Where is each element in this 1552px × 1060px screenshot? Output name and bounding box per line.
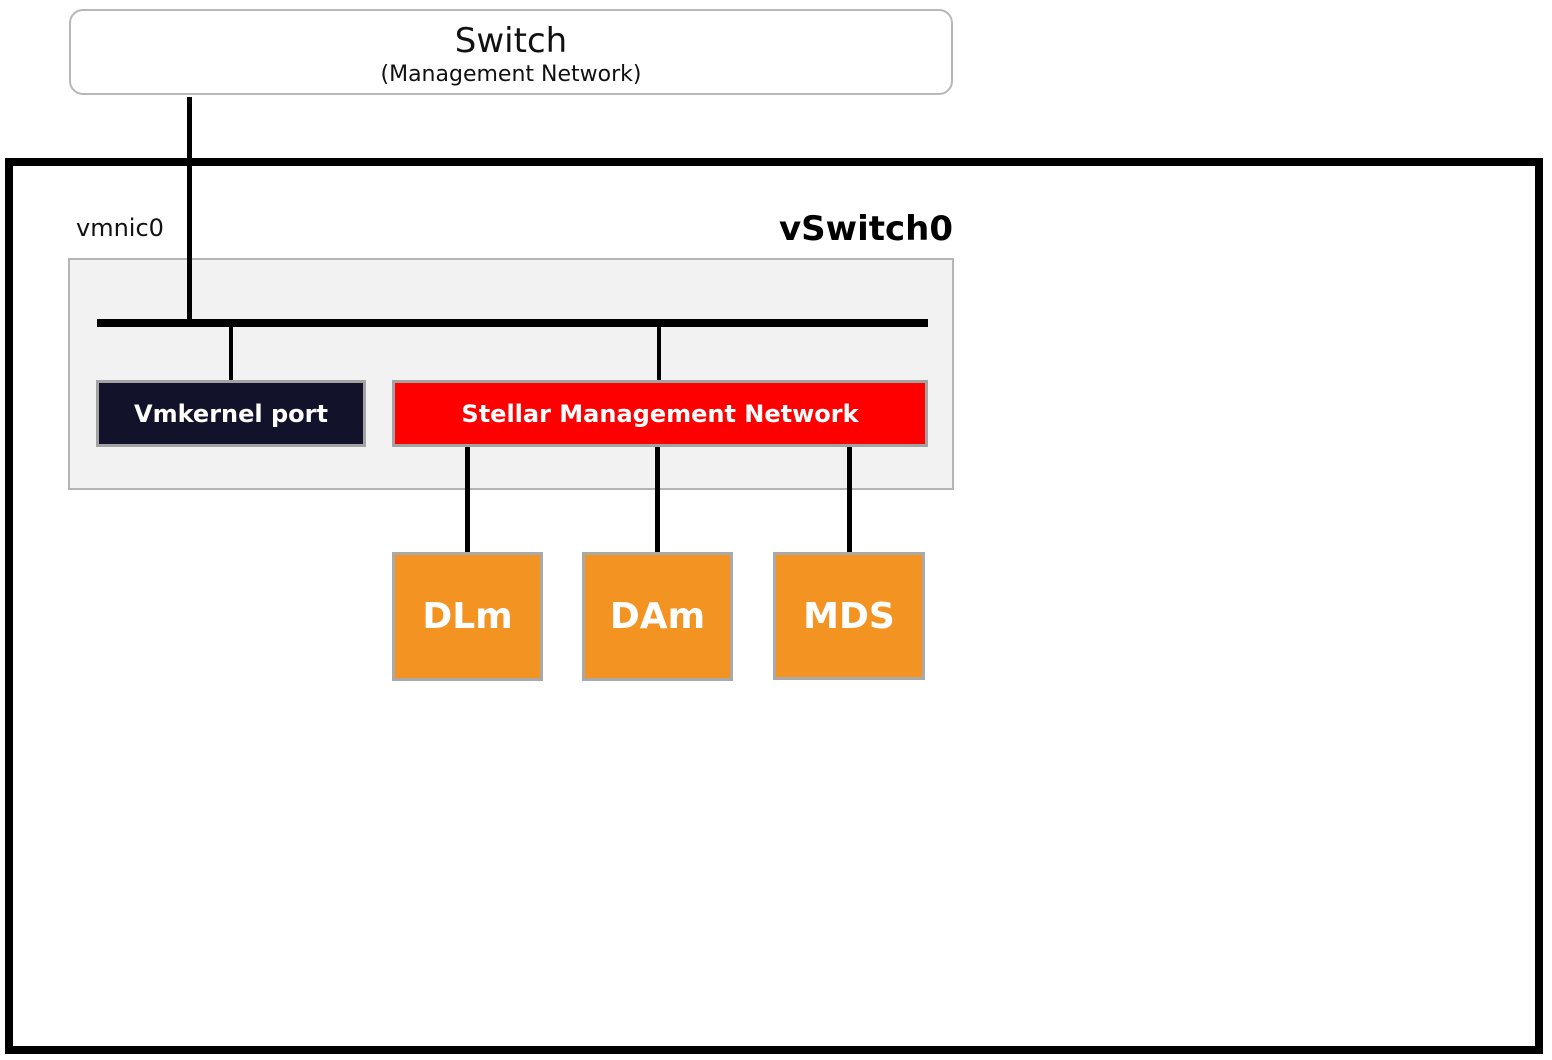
vm-mds: MDS (773, 552, 925, 680)
uplink-wire (187, 97, 192, 326)
vmkernel-port-label: Vmkernel port (134, 399, 328, 428)
vmnic-label: vmnic0 (76, 214, 164, 242)
physical-switch: Switch (Management Network) (69, 9, 953, 95)
vswitch-bus (97, 319, 928, 327)
vswitch-panel (68, 258, 954, 490)
stellar-management-network-label: Stellar Management Network (461, 399, 859, 428)
stellar-management-network: Stellar Management Network (392, 380, 928, 447)
vm-dam: DAm (582, 552, 733, 681)
stellar-wire (657, 327, 661, 381)
vm-dam-label: DAm (609, 596, 706, 637)
dlm-wire (465, 446, 470, 553)
mds-wire (847, 446, 852, 553)
switch-subtitle: (Management Network) (380, 62, 642, 87)
vm-mds-label: MDS (803, 595, 895, 637)
switch-title: Switch (454, 21, 568, 61)
vm-dlm-label: DLm (422, 596, 513, 637)
vswitch-label: vSwitch0 (779, 209, 953, 249)
vmkernel-port: Vmkernel port (96, 380, 366, 447)
dam-wire (655, 446, 660, 553)
vm-dlm: DLm (392, 552, 543, 681)
vmkernel-wire (229, 327, 233, 381)
